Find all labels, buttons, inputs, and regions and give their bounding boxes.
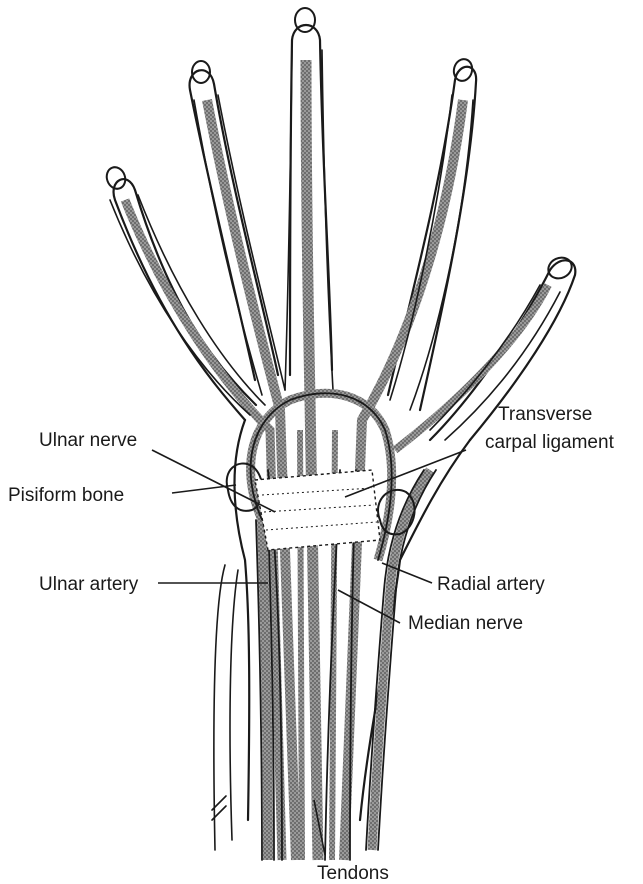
hand-outline xyxy=(104,8,576,850)
label-transverse-line2: carpal ligament xyxy=(485,432,615,453)
label-ulnar-nerve: Ulnar nerve xyxy=(39,430,137,451)
label-radial-artery: Radial artery xyxy=(437,574,545,595)
label-ulnar-artery: Ulnar artery xyxy=(39,574,139,595)
label-tendons: Tendons xyxy=(317,863,389,884)
digital-vessels xyxy=(110,50,560,440)
leader-pisiform-bone xyxy=(172,485,236,493)
label-median-nerve: Median nerve xyxy=(408,613,523,634)
label-transverse-line1: Transverse xyxy=(498,404,592,425)
tendons xyxy=(125,60,548,860)
label-pisiform-bone: Pisiform bone xyxy=(8,485,124,506)
transverse-carpal-ligament xyxy=(255,470,380,550)
